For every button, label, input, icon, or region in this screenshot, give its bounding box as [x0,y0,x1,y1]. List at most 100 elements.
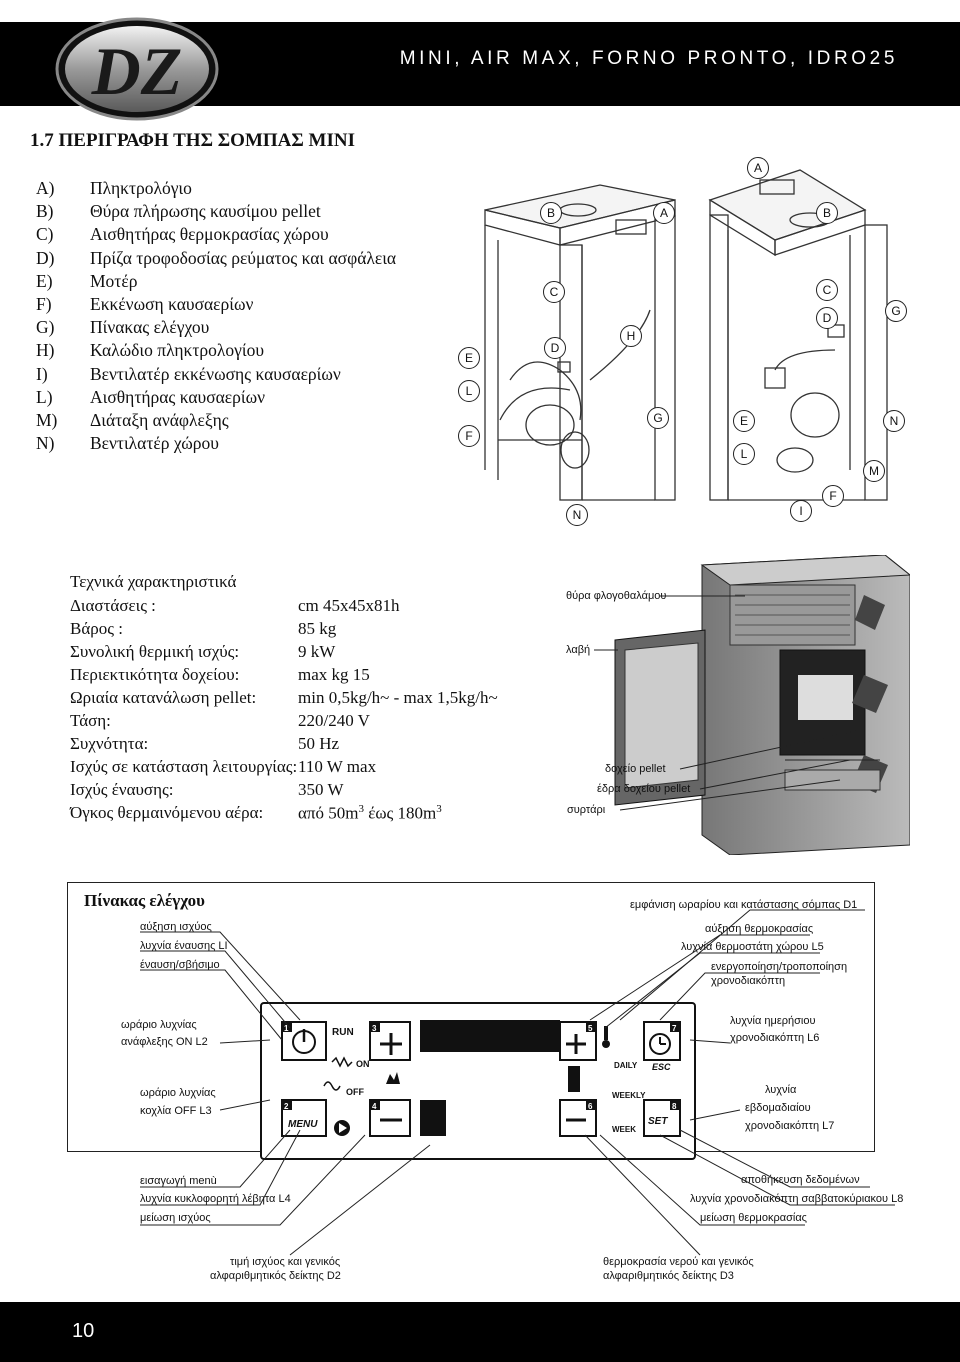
spec-value-sup: 3 [358,803,364,815]
label-l4: λυχνία κυκλοφορητή λέβητα L4 [140,1193,291,1205]
label-temp-down: μείωση θερμοκρασίας [700,1212,807,1224]
component-letter: G) [36,317,55,338]
component-letter: I) [36,363,48,384]
spec-value-part: από 50m [298,803,359,823]
component-text: Αισθητήρας θερμοκρασίας χώρου [90,224,329,245]
component-letter: D) [36,247,55,268]
label-timer-2: χρονοδιακόπτη [711,975,786,987]
spec-value: 50 Hz [298,734,340,753]
spec-label: Περιεκτικότητα δοχείου: [70,665,240,684]
header-title: MINI, AIR MAX, FORNO PRONTO, IDRO25 [399,48,898,69]
diagram-callout: I [790,500,812,522]
spec-label: Όγκος θερμαινόμενου αέρα: [70,803,264,822]
label-l1: λυχνία έναυσης LI [140,940,228,952]
svg-text:DZ: DZ [91,33,183,109]
label-l3-2: κοχλία OFF L3 [140,1105,212,1117]
panel-leader-lines [140,909,895,1256]
svg-text:ON: ON [356,1059,370,1069]
footer-bar [0,1302,960,1362]
spec-value: max kg 15 [298,665,370,684]
svg-text:DAILY: DAILY [614,1061,638,1070]
label-l6-2: χρονοδιακόπτη L6 [730,1032,820,1044]
label-l8: λυχνία χρονοδιακόπτη σαββατοκύριακου L8 [690,1193,904,1205]
svg-text:OFF: OFF [346,1087,364,1097]
label-l7-3: χρονοδιακόπτη L7 [745,1120,835,1132]
component-text: Μοτέρ [90,270,138,291]
spec-value: από 50m3 έως 180m3 [298,803,442,824]
label-temp-up: αύξηση θερμοκρασίας [705,923,814,935]
diagram-callout: C [543,281,565,303]
spec-value-part: έως 180m [363,803,437,823]
diagram-callout: D [544,337,566,359]
caption-drawer: συρτάρι [567,804,606,816]
diagram-callout: M [863,460,885,482]
spec-label: Τάση: [70,711,111,730]
diagram-callout: F [458,425,480,447]
section-title: 1.7 ΠΕΡΙΓΡΑΦΗ ΤΗΣ ΣΟΜΠΑΣ ΜΙΝΙ [30,130,355,151]
diagram-callout: N [566,504,588,526]
spec-value: min 0,5kg/h~ - max 1,5kg/h~ [298,688,498,707]
component-letter: L) [36,386,53,407]
label-power-down: μείωση ισχύος [140,1212,211,1224]
component-letter: M) [36,410,58,430]
dz-logo: DZ [52,14,222,124]
diagram-callout: A [653,202,675,224]
svg-text:7: 7 [672,1024,677,1033]
label-d3-2: αλφαριθμητικός δείκτης D3 [603,1270,734,1282]
spec-value: cm 45x45x81h [298,596,400,615]
caption-handle: λαβή [566,644,591,656]
svg-text:SET: SET [648,1116,668,1127]
spec-label: Ωριαία κατανάλωση pellet: [70,688,257,707]
diagram-callout: N [883,410,905,432]
spec-label: Συνολική θερμική ισχύς: [70,642,240,661]
diagram-callout: B [816,202,838,224]
stove-photo [610,555,910,855]
svg-text:8: 8 [672,1102,677,1111]
label-menu: εισαγωγή menù [140,1175,217,1187]
component-text: Θύρα πλήρωσης καυσίμου pellet [90,201,321,222]
label-l5: λυχνία θερμοστάτη χώρου L5 [681,941,824,953]
label-d1: εμφάνιση ωραρίου και κατάστασης σόμπας D… [630,899,858,911]
svg-text:2: 2 [284,1102,289,1111]
spec-label: Ισχύς σε κατάσταση λειτουργίας: [70,757,298,776]
component-text: Καλώδιο πληκτρολογίου [90,340,264,361]
component-letter: C) [36,224,54,245]
svg-text:5: 5 [588,1024,593,1033]
component-text: Πίνακας ελέγχου [90,317,210,338]
diagram-callout: H [620,325,642,347]
label-timer-1: ενεργοποίηση/τροποποίηση [711,961,848,973]
label-l6-1: λυχνία ημερήσιου [730,1015,816,1027]
component-text: Εκκένωση καυσαερίων [90,294,254,314]
diagram-callout: C [816,279,838,301]
component-letter: B) [36,201,54,222]
spec-label: Διαστάσεις : [70,596,156,615]
diagram-callout: F [822,485,844,507]
component-text: Πρίζα τροφοδοσίας ρεύματος και ασφάλεια [90,247,397,268]
spec-value: 350 W [298,780,344,799]
svg-text:WEEK: WEEK [612,1125,636,1134]
spec-value: 85 kg [298,619,337,638]
label-d2-1: τιμή ισχύος και γενικός [230,1256,341,1268]
label-l7-1: λυχνία [765,1084,797,1096]
component-text: Διάταξη ανάφλεξης [90,410,229,430]
diagram-callout: L [458,380,480,402]
svg-text:MENU: MENU [288,1119,318,1130]
label-l7-2: εβδομαδιαίου [745,1102,811,1114]
caption-door: θύρα φλογοθαλάμου [566,590,667,602]
spec-value: 220/240 V [298,711,370,730]
spec-label: Συχνότητα: [70,734,149,753]
spec-value-sup: 3 [436,803,442,815]
control-panel-graphics: 1 RUN ON 3 5 DAILY 7 ESC OFF [281,1020,681,1137]
spec-value: 9 kW [298,642,336,661]
component-letter: A) [36,178,55,198]
component-letter: H) [36,340,55,361]
component-text: Βεντιλατέρ χώρου [90,433,219,454]
svg-text:ESC: ESC [652,1062,671,1072]
diagram-callout: G [647,407,669,429]
diagram-callout: G [885,300,907,322]
label-l2-1: ωράριο λυχνίας [121,1019,197,1031]
component-text: Βεντιλατέρ εκκένωσης καυσαερίων [90,363,341,384]
svg-text:WEEKLY: WEEKLY [612,1091,646,1100]
label-l2-2: ανάφλεξης ON L2 [121,1036,208,1048]
label-d3-1: θερμοκρασία νερού και γενικός [603,1256,754,1268]
